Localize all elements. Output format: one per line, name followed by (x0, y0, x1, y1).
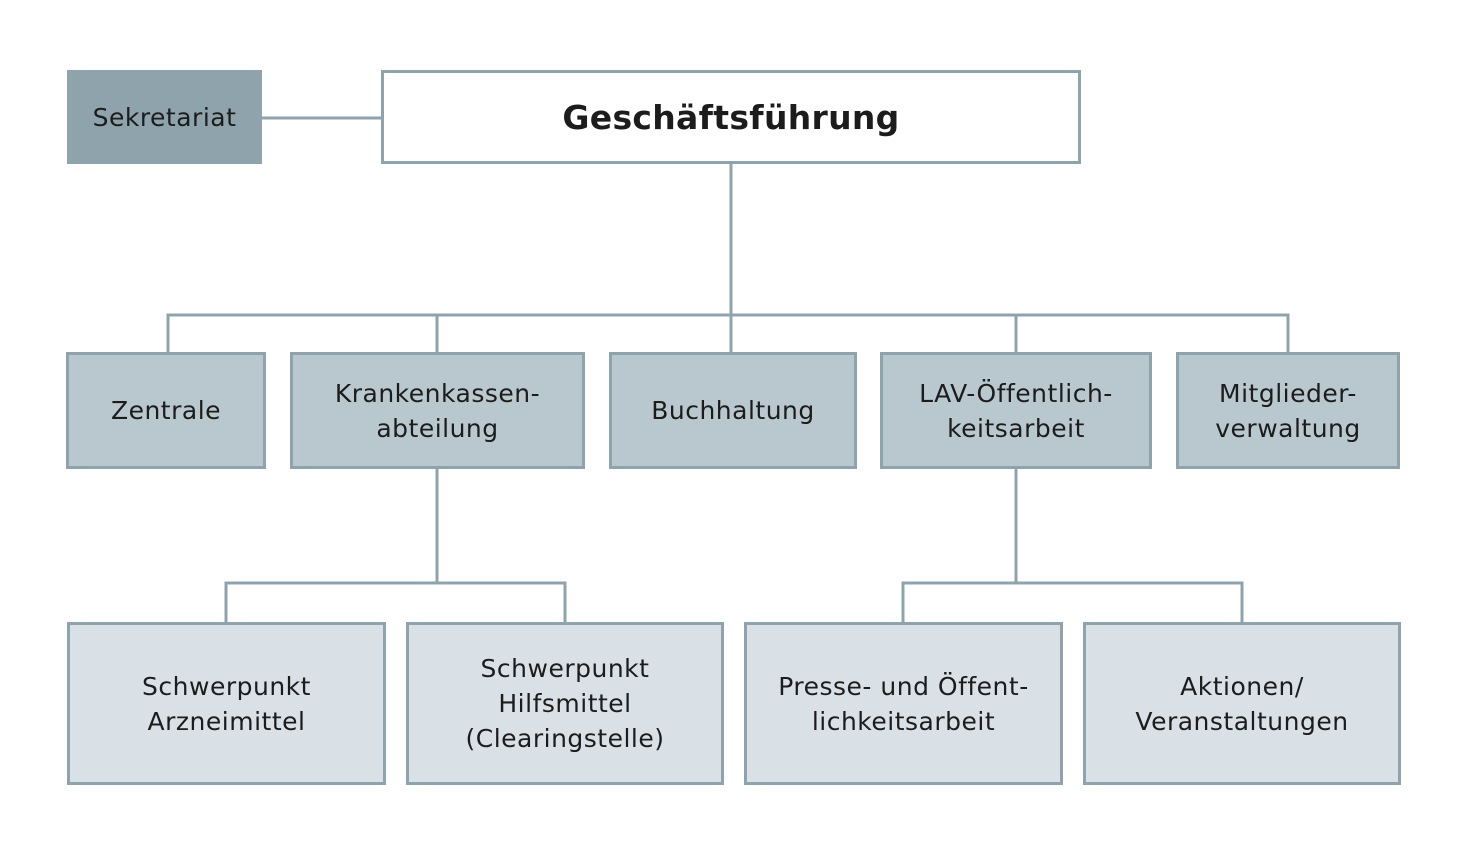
connector-krankenkasse-bar (224, 581, 567, 623)
department-label: LAV-Öffentlich- keitsarbeit (919, 378, 1113, 443)
connector-lav-bar (901, 581, 1244, 623)
root-box-geschaeftsfuehrung: Geschäftsführung (381, 70, 1081, 164)
sub-unit-box-hilfsmittel: Schwerpunkt Hilfsmittel (Clearingstelle) (406, 622, 724, 785)
staff-label: Sekretariat (92, 102, 237, 132)
root-label: Geschäftsführung (562, 97, 900, 137)
sub-unit-box-arzneimittel: Schwerpunkt Arzneimittel (67, 622, 386, 785)
department-label: Zentrale (110, 396, 222, 425)
department-box-krankenkassenabteilung: Krankenkassen- abteilung (290, 352, 585, 469)
department-label: Mitglieder- verwaltung (1215, 378, 1361, 443)
staff-box-sekretariat: Sekretariat (67, 70, 262, 164)
sub-unit-label: Aktionen/ Veranstaltungen (1135, 671, 1349, 736)
department-label: Buchhaltung (651, 396, 815, 425)
department-box-mitgliederverwaltung: Mitglieder- verwaltung (1176, 352, 1400, 469)
sub-unit-box-presse: Presse- und Öffent- lichkeitsarbeit (744, 622, 1063, 785)
department-box-zentrale: Zentrale (66, 352, 266, 469)
sub-unit-label: Schwerpunkt Arzneimittel (142, 671, 311, 736)
connector-department-bar (166, 313, 1290, 353)
department-label: Krankenkassen- abteilung (334, 378, 541, 443)
sub-unit-box-aktionen: Aktionen/ Veranstaltungen (1083, 622, 1401, 785)
department-box-buchhaltung: Buchhaltung (609, 352, 857, 469)
sub-unit-label: Schwerpunkt Hilfsmittel (Clearingstelle) (465, 654, 665, 753)
department-box-lav-oeffentlichkeitsarbeit: LAV-Öffentlich- keitsarbeit (880, 352, 1152, 469)
sub-unit-label: Presse- und Öffent- lichkeitsarbeit (778, 671, 1029, 736)
